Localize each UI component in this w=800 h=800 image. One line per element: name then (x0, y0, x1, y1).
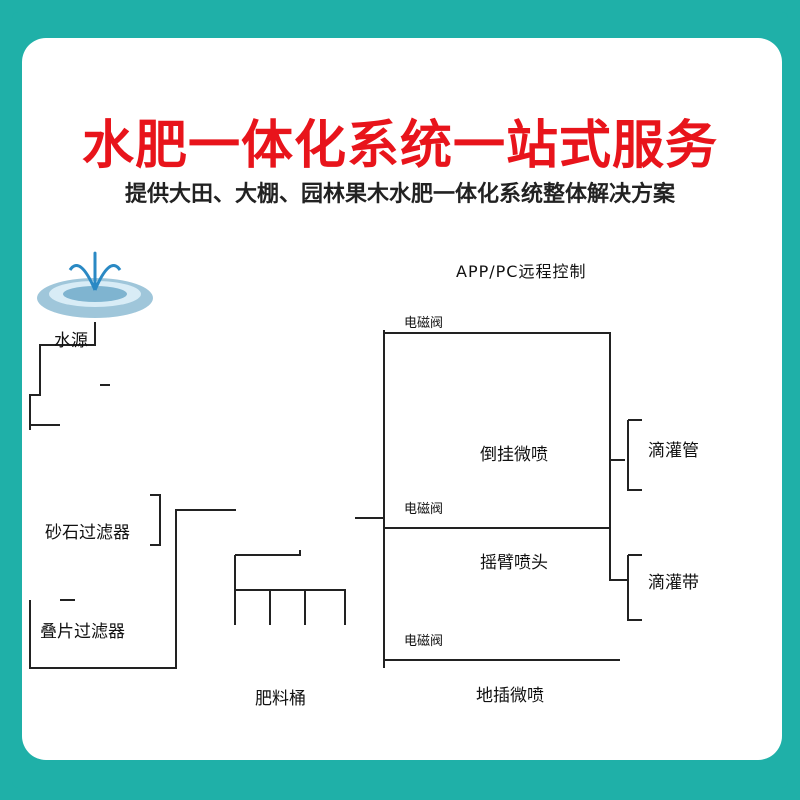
panel (22, 38, 782, 760)
fertilizer-tank-label: 肥料桶 (255, 689, 306, 709)
page-title: 水肥一体化系统一站式服务 (81, 116, 718, 176)
drip-tape-label: 滴灌带 (648, 573, 699, 593)
valve-label-2: 电磁阀 (404, 502, 444, 517)
hanging-spray-label: 倒挂微喷 (480, 445, 548, 465)
water-source-label: 水源 (54, 331, 88, 351)
valve-label-3: 电磁阀 (404, 634, 444, 649)
remote-control-label: APP/PC远程控制 (456, 262, 587, 281)
valve-label-1: 电磁阀 (404, 316, 444, 331)
ground-spray-label: 地插微喷 (476, 686, 544, 706)
water-source-icon (37, 251, 153, 318)
disc-filter-label: 叠片过滤器 (40, 622, 125, 642)
pipe-network (29, 322, 642, 669)
drip-pipe-label: 滴灌管 (648, 441, 699, 461)
rocker-sprinkler-label: 摇臂喷头 (480, 553, 548, 573)
sand-filter-label: 砂石过滤器 (45, 523, 130, 543)
page-subtitle: 提供大田、大棚、园林果木水肥一体化系统整体解决方案 (124, 182, 675, 207)
